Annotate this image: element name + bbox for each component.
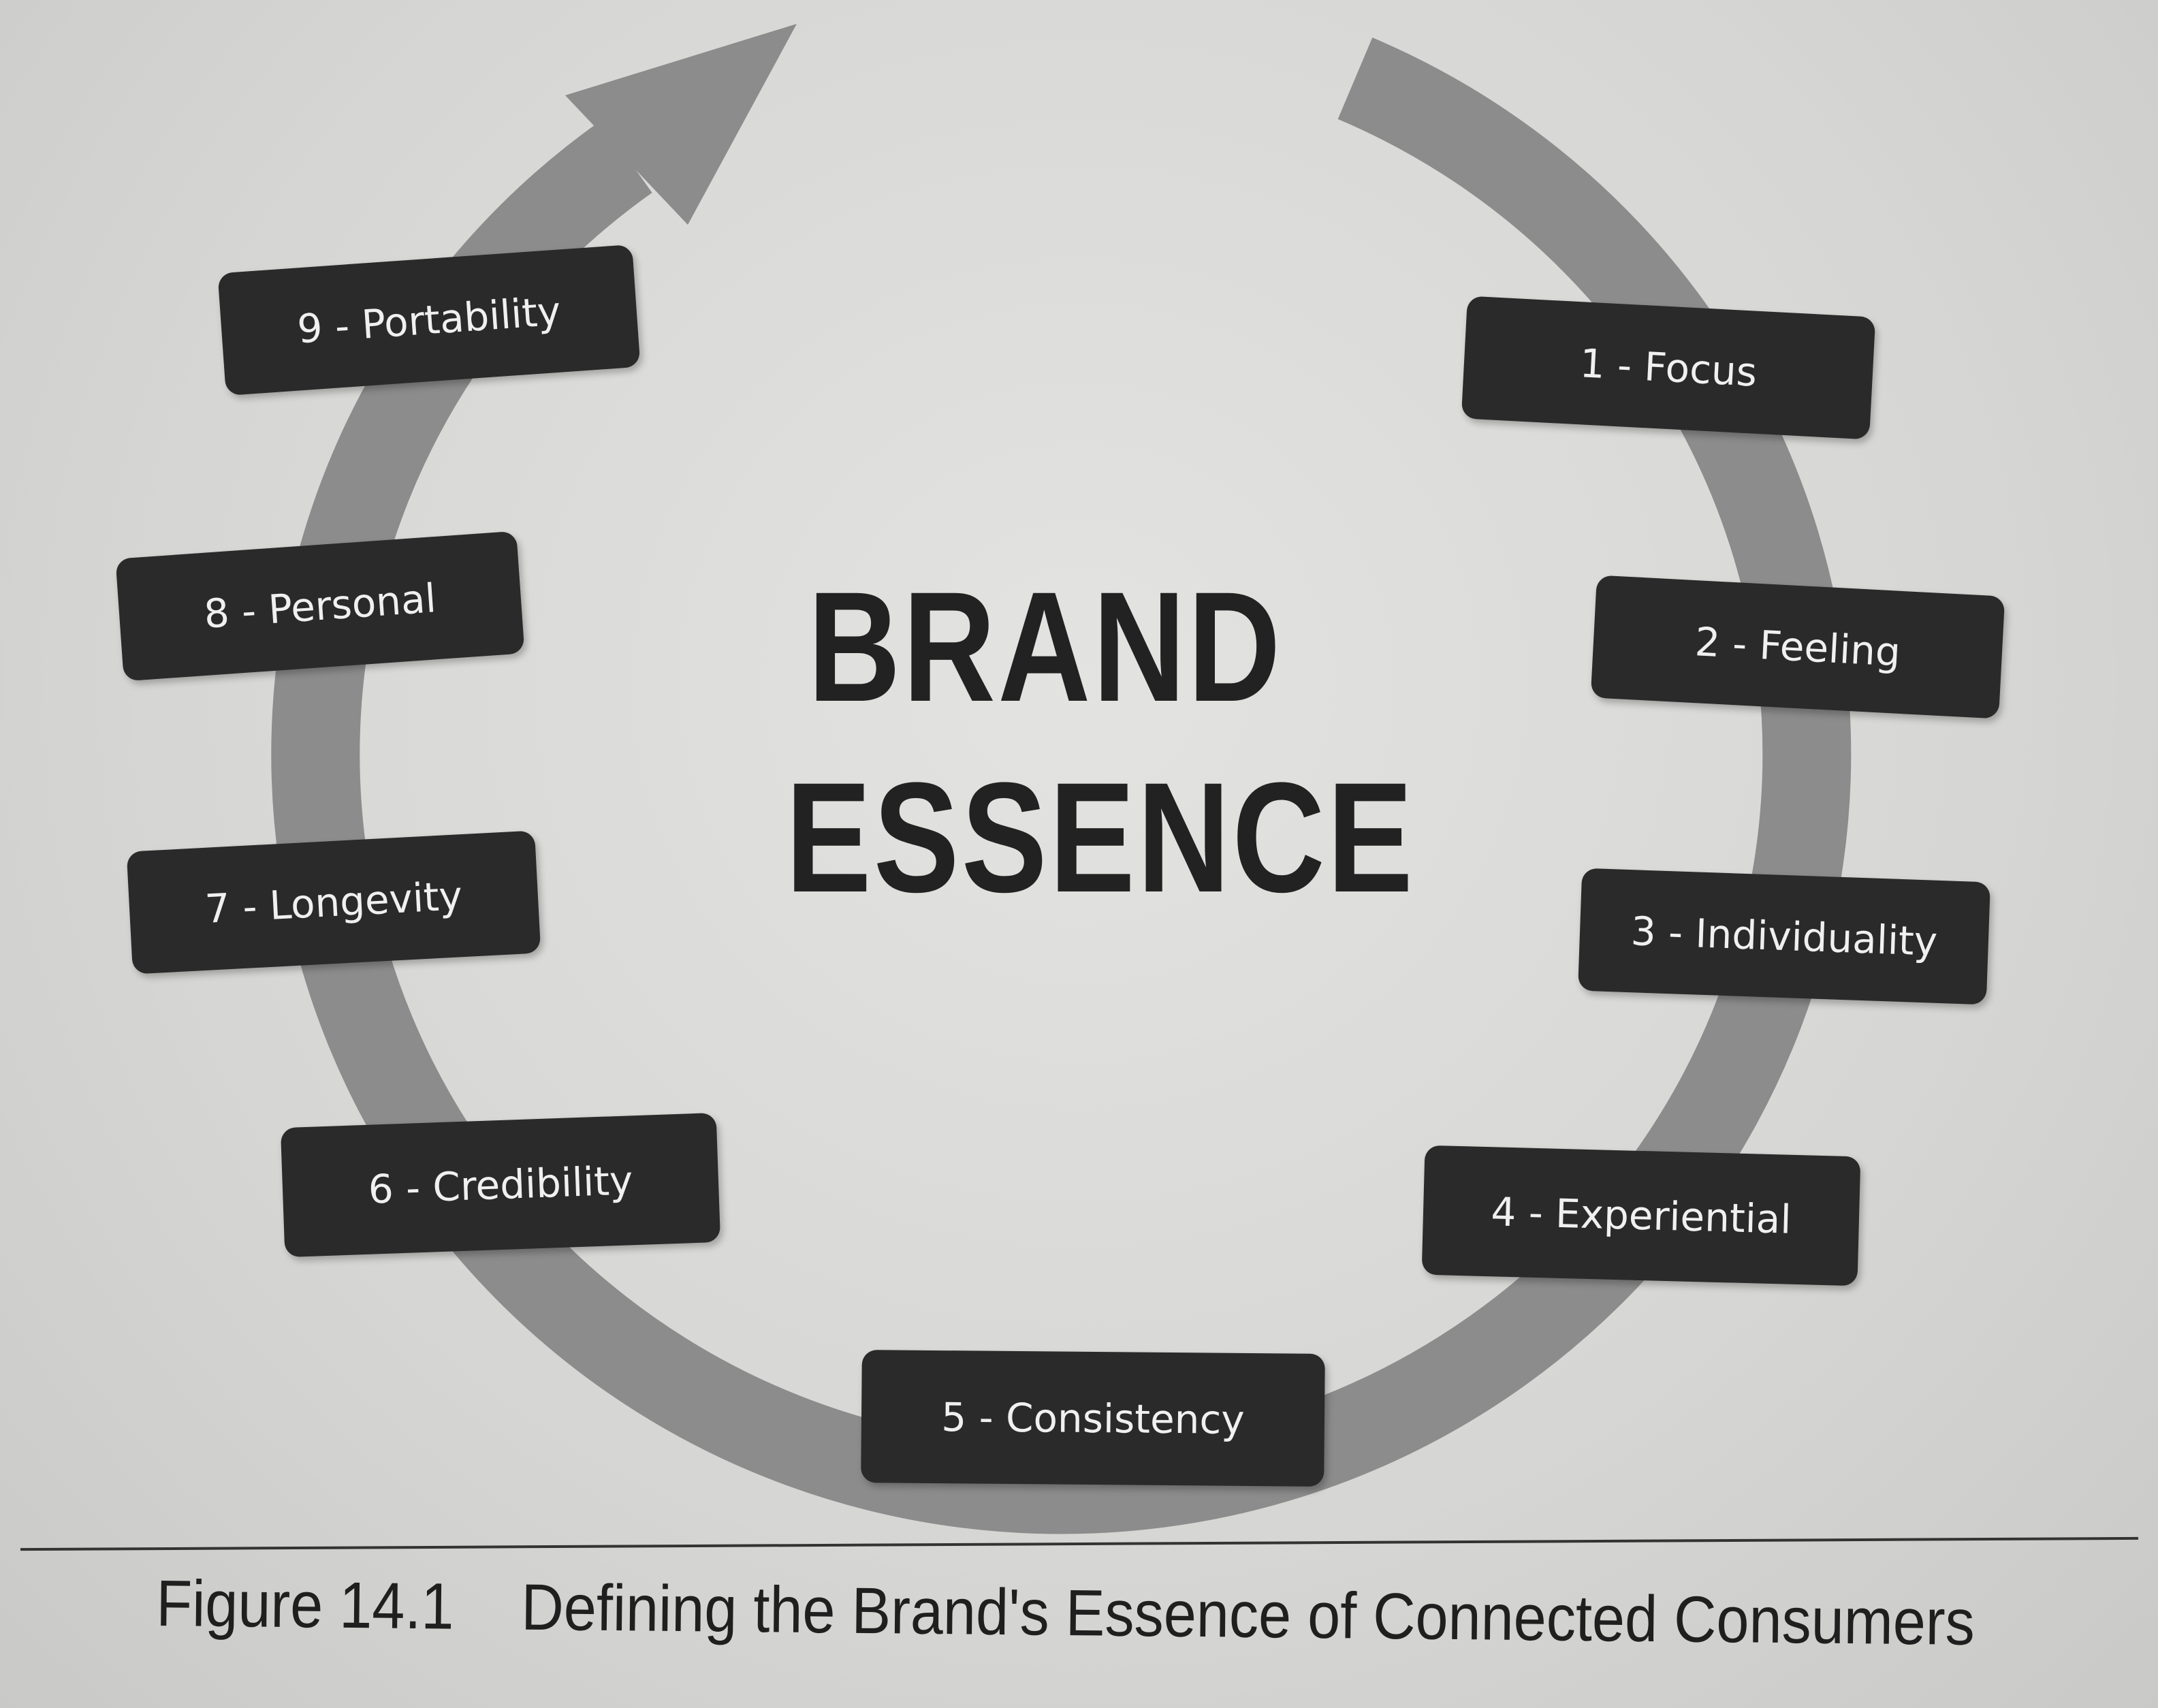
figure-caption-text: Defining the Brand's Essence of Connecte…	[520, 1570, 1975, 1659]
center-title-line2: ESSENCE	[785, 750, 1416, 925]
step-box-longevity: 7 - Longevity	[126, 830, 541, 975]
step-box-consistency: 5 - Consistency	[861, 1350, 1325, 1487]
step-box-feeling: 2 - Feeling	[1590, 575, 2005, 719]
step-box-individuality: 3 - Individuality	[1578, 868, 1990, 1005]
step-box-focus: 1 - Focus	[1461, 296, 1876, 440]
figure-number: Figure 14.1	[155, 1567, 455, 1643]
cycle-arrowhead-icon	[565, 24, 797, 225]
step-box-experiential: 4 - Experiential	[1421, 1145, 1861, 1286]
cycle-arc	[271, 37, 1852, 1534]
center-title-line1: BRAND	[808, 559, 1283, 734]
center-title: BRAND ESSENCE	[785, 552, 1416, 933]
step-box-credibility: 6 - Credibility	[280, 1112, 721, 1258]
